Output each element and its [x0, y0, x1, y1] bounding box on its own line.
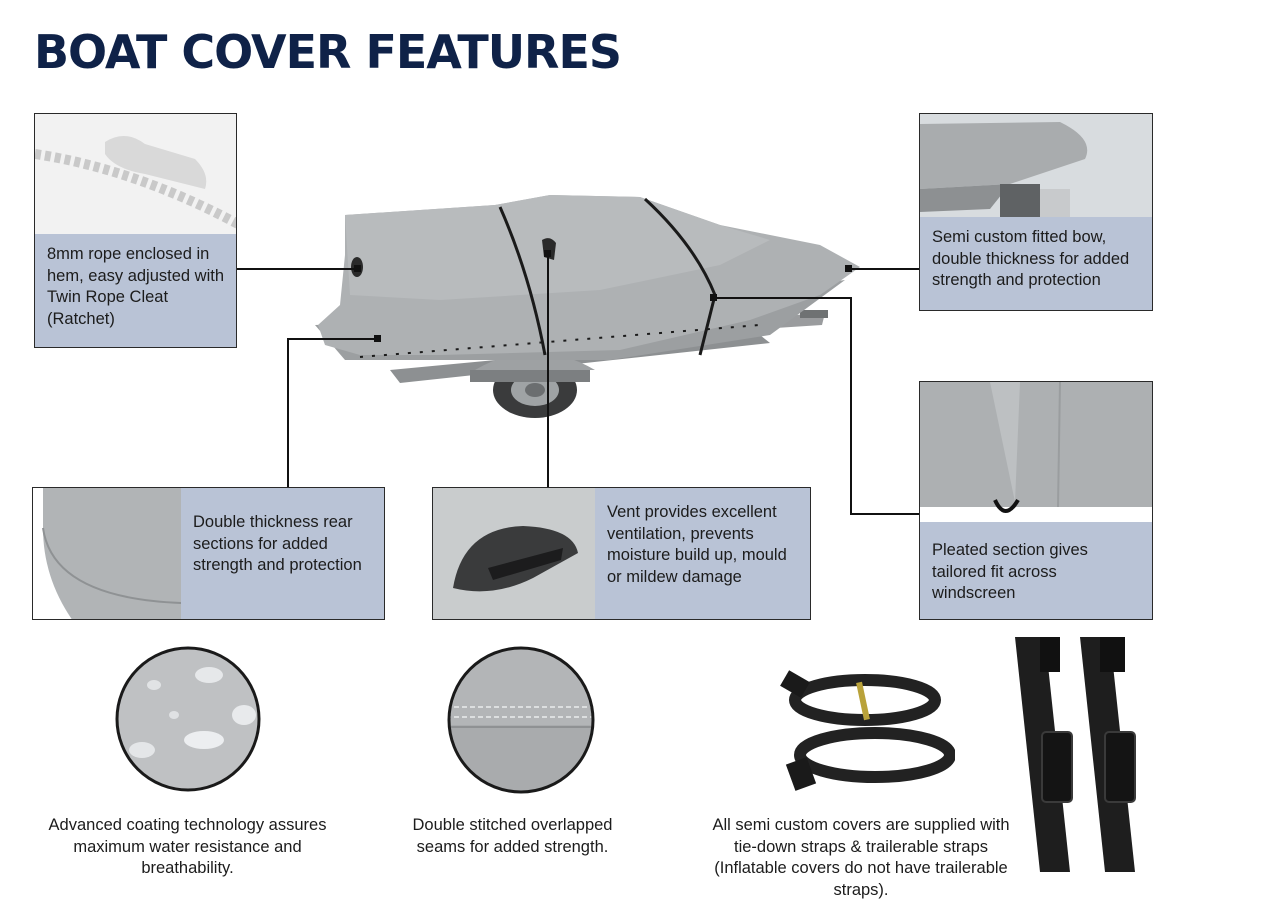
callout-rear: Double thickness rear sections for added…	[32, 487, 385, 620]
callout-bow: Semi custom fitted bow, double thickness…	[919, 113, 1153, 311]
connector-pleated-h1	[714, 297, 852, 299]
callout-rope: 8mm rope enclosed in hem, easy adjusted …	[34, 113, 237, 348]
connector-dot-pleated	[710, 294, 717, 301]
feature-text-seams: Double stitched overlapped seams for add…	[412, 816, 613, 856]
rope-hem-photo	[35, 114, 236, 234]
feature-text-coating: Advanced coating technology assures maxi…	[48, 816, 327, 877]
rear-section-photo	[33, 488, 181, 619]
connector-bow	[848, 268, 919, 270]
page-title: BOAT COVER FEATURES	[34, 25, 622, 79]
pleated-section-photo	[920, 382, 1152, 522]
connector-rope	[237, 268, 357, 270]
caption-bow: Semi custom fitted bow, double thickness…	[920, 217, 1152, 310]
connector-pleated-h2	[850, 513, 919, 515]
connector-pleated-v	[850, 297, 852, 515]
callout-vent: Vent provides excellent ventilation, pre…	[432, 487, 811, 620]
connector-rear-v	[287, 338, 289, 487]
bow-photo	[920, 114, 1152, 217]
connector-dot-vent	[544, 250, 551, 257]
caption-vent: Vent provides excellent ventilation, pre…	[595, 488, 810, 619]
connector-vent	[547, 253, 549, 487]
straps-photo	[780, 670, 955, 791]
stitched-seam-photo	[447, 646, 595, 794]
water-droplets-photo	[115, 646, 261, 792]
connector-rear-h	[287, 338, 378, 340]
connector-dot-rope	[354, 265, 361, 272]
trailerable-straps-photo	[1015, 637, 1136, 872]
feature-text-straps: All semi custom covers are supplied with…	[712, 816, 1010, 899]
caption-rear: Double thickness rear sections for added…	[181, 488, 384, 619]
connector-dot-bow	[845, 265, 852, 272]
caption-rope: 8mm rope enclosed in hem, easy adjusted …	[35, 234, 236, 347]
vent-photo	[433, 488, 595, 619]
connector-dot-rear	[374, 335, 381, 342]
covered-boat-photo	[315, 195, 860, 418]
caption-pleated: Pleated section gives tailored fit acros…	[920, 522, 1152, 619]
callout-pleated: Pleated section gives tailored fit acros…	[919, 381, 1153, 620]
